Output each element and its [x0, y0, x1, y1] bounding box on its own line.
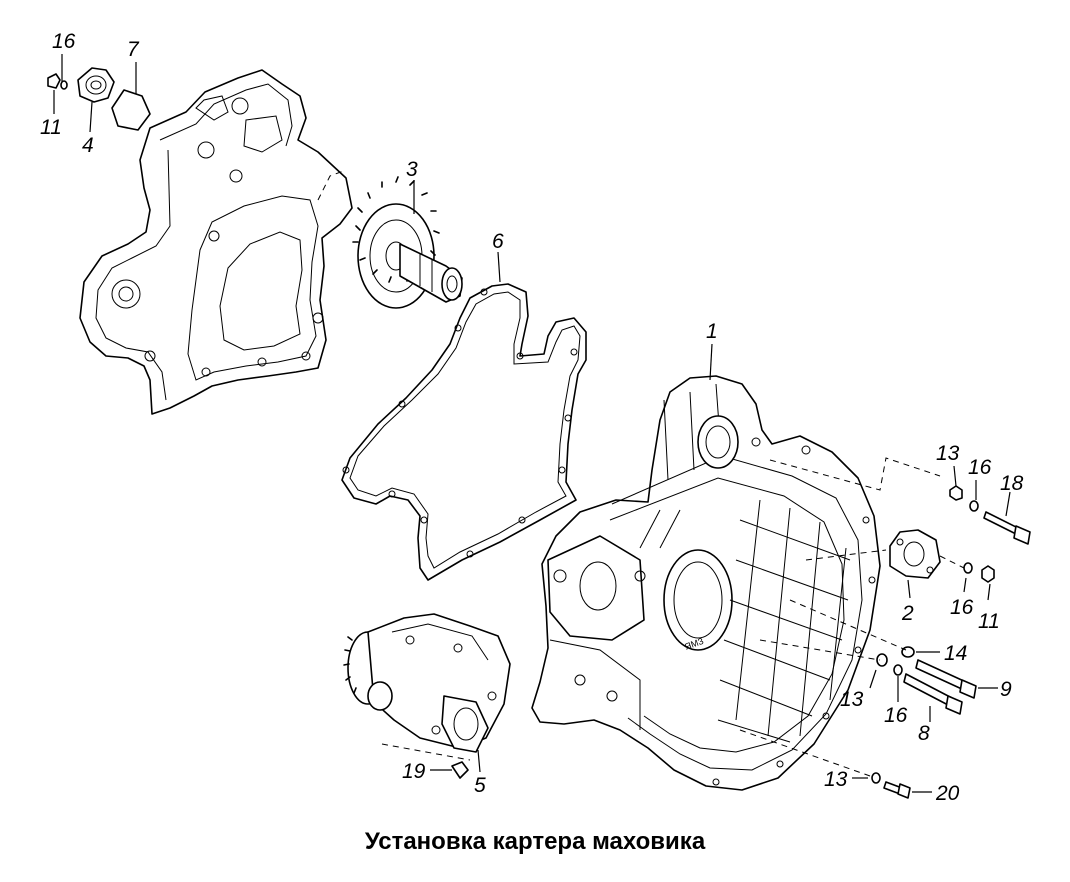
callout-5: 5 [474, 774, 486, 797]
fastener-bolt-18 [983, 511, 1031, 545]
callout-11-right: 11 [978, 610, 1000, 633]
callout-14: 14 [944, 642, 967, 665]
leader-lines [53, 54, 1011, 793]
callout-4: 4 [82, 134, 94, 157]
assembly-lines [739, 457, 965, 777]
seal-housing-part-4 [77, 67, 115, 103]
fastener-washer-16c [963, 562, 973, 574]
callout-1: 1 [706, 320, 718, 343]
gasket-part-6 [341, 283, 587, 581]
nut-part-11-top [47, 73, 61, 89]
callout-2: 2 [901, 602, 914, 625]
cover-part-2 [889, 529, 941, 579]
callout-16-mid: 16 [950, 596, 974, 619]
fastener-nut-13a [949, 485, 963, 501]
callout-11-top: 11 [40, 116, 62, 139]
callout-3: 3 [406, 158, 418, 181]
callout-7: 7 [127, 38, 140, 61]
callout-13-mid: 13 [840, 688, 864, 711]
timing-gear-cover [79, 69, 353, 415]
fastener-nut-11b [981, 565, 995, 583]
fastener-plug-19 [451, 761, 469, 779]
callout-19: 19 [402, 760, 426, 783]
callout-9: 9 [1000, 678, 1012, 701]
fastener-stud-9 [915, 659, 977, 699]
callout-20: 20 [935, 782, 960, 805]
power-takeoff-part-5 [343, 613, 511, 761]
flywheel-housing-part-1: ЯМЗ [531, 375, 881, 791]
callout-13-bottom: 13 [824, 768, 848, 791]
callout-6: 6 [492, 230, 504, 253]
fastener-bolt-20 [883, 781, 911, 799]
fastener-washer-13b [876, 653, 888, 667]
fastener-washer-13c [871, 772, 881, 784]
callout-16-right: 16 [968, 456, 992, 479]
fastener-stud-8 [903, 673, 963, 715]
washer-part-16-top [60, 80, 68, 90]
callout-labels: 16 7 11 4 3 6 1 13 16 18 2 16 11 14 9 13… [40, 30, 1024, 805]
callout-13-top: 13 [936, 442, 960, 465]
fastener-washer-14 [901, 646, 915, 658]
fastener-washer-16b [969, 500, 979, 512]
diagram-caption: Установка картера маховика [364, 828, 706, 855]
callout-16-top: 16 [52, 30, 76, 53]
callout-18: 18 [1000, 472, 1024, 495]
callout-8: 8 [918, 722, 930, 745]
gasket-part-7 [111, 89, 151, 131]
fastener-washer-16d [893, 664, 903, 676]
idler-gear-part-3 [352, 176, 463, 309]
callout-16-low: 16 [884, 704, 908, 727]
